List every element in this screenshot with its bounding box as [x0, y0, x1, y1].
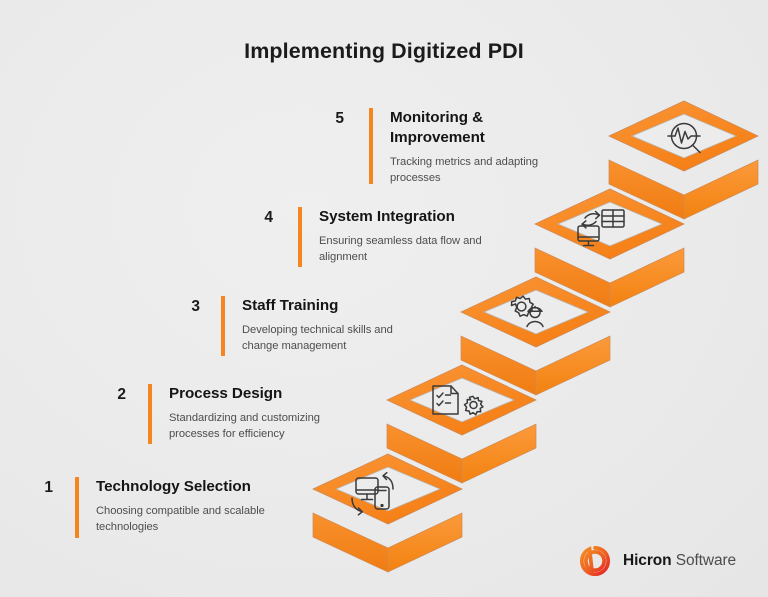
- step-title: System Integration: [319, 208, 455, 225]
- step-block-4[interactable]: [534, 188, 685, 308]
- gear-worker-icon: [510, 295, 544, 328]
- step-block-2[interactable]: [386, 364, 537, 484]
- step-accent-bar: [148, 384, 152, 444]
- step-description: Tracking metrics and adapting processes: [390, 156, 538, 184]
- monitor-mobile-sync-icon: [351, 471, 394, 516]
- step-item-2[interactable]: 2 Process Design Standardizing and custo…: [104, 384, 355, 444]
- document-checklist-gear-icon: [432, 385, 484, 416]
- step-title: Staff Training: [242, 297, 339, 314]
- step-block-1[interactable]: [312, 453, 463, 573]
- step-item-5[interactable]: 5 Monitoring & Improvement Tracking metr…: [322, 108, 570, 184]
- step-title: Monitoring & Improvement: [390, 109, 485, 147]
- magnifier-pulse-icon: [667, 122, 701, 154]
- step-number: 5: [335, 110, 344, 127]
- step-accent-bar: [221, 296, 225, 356]
- page-title: Implementing Digitized PDI: [244, 39, 524, 63]
- step-title: Technology Selection: [96, 478, 251, 495]
- brand-logo[interactable]: Hicron Software: [578, 544, 736, 578]
- step-item-3[interactable]: 3 Staff Training Developing technical sk…: [178, 296, 424, 356]
- step-description: Ensuring seamless data flow and alignmen…: [319, 235, 482, 263]
- step-item-1[interactable]: 1 Technology Selection Choosing compatib…: [31, 477, 301, 538]
- step-number: 2: [117, 386, 126, 403]
- step-description: Choosing compatible and scalable technol…: [96, 505, 265, 533]
- hicron-ring-logo-icon: [579, 545, 611, 577]
- monitor-spreadsheet-sync-icon: [577, 209, 625, 247]
- step-title: Process Design: [169, 385, 283, 402]
- step-accent-bar: [75, 477, 79, 538]
- step-block-5[interactable]: [608, 100, 759, 220]
- logo-text: Hicron Software: [623, 552, 736, 570]
- logo-suffix: Software: [671, 552, 737, 569]
- step-item-4[interactable]: 4 System Integration Ensuring seamless d…: [251, 207, 501, 267]
- step-number: 1: [44, 479, 53, 496]
- step-description: Developing technical skills and change m…: [242, 324, 393, 352]
- step-number: 3: [191, 298, 200, 315]
- step-number: 4: [264, 209, 273, 226]
- step-description: Standardizing and customizing processes …: [169, 412, 320, 440]
- step-accent-bar: [298, 207, 302, 267]
- step-block-3[interactable]: [460, 276, 611, 396]
- step-accent-bar: [369, 108, 373, 184]
- logo-brand: Hicron: [623, 552, 672, 569]
